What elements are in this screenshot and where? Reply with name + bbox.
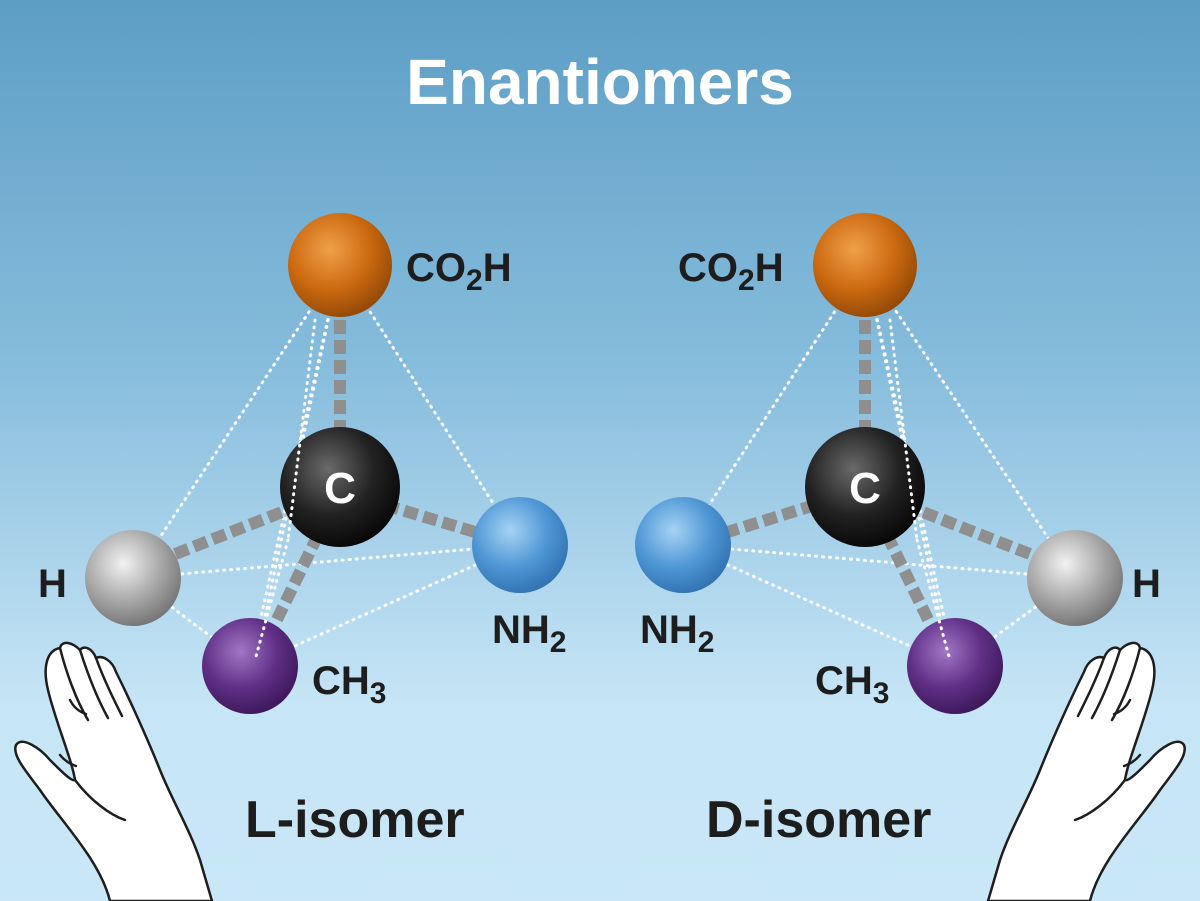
- d-hydrogen-label: H: [1132, 562, 1161, 606]
- d-methyl-label: CH3: [815, 659, 889, 710]
- right-hand-illustration: [986, 641, 1186, 901]
- d-carboxyl-label: CO2H: [678, 246, 784, 297]
- d-isomer-label: D-isomer: [706, 791, 931, 849]
- l-amine-label: NH2: [492, 608, 566, 659]
- d-carbon-atom: [805, 427, 925, 547]
- l-isomer-label: L-isomer: [245, 791, 465, 849]
- l-isomer-molecule: C CO2H H NH2 CH3 L-isomer: [38, 213, 568, 849]
- d-front-edges: [888, 318, 952, 662]
- d-amine-atom: [635, 497, 731, 593]
- d-bond-hydrogen: [902, 499, 1043, 564]
- l-bond-hydrogen: [162, 499, 303, 564]
- d-carbon-label: C: [849, 464, 881, 513]
- d-carboxyl-atom: [813, 213, 917, 317]
- d-bond-amine: [716, 499, 817, 541]
- l-bond-amine: [383, 499, 487, 541]
- l-carboxyl-atom: [288, 213, 392, 317]
- d-hydrogen-atom: [1027, 530, 1123, 626]
- d-isomer-molecule: C CO2H H NH2 CH3 D-isomer: [635, 213, 1161, 849]
- d-methyl-atom: [907, 618, 1003, 714]
- l-carbon-label: C: [324, 464, 356, 513]
- d-amine-label: NH2: [640, 608, 714, 659]
- l-hydrogen-atom: [85, 530, 181, 626]
- l-amine-atom: [472, 497, 568, 593]
- page-title: Enantiomers: [406, 46, 794, 118]
- l-hydrogen-label: H: [38, 562, 67, 606]
- l-carboxyl-label: CO2H: [406, 246, 512, 297]
- l-methyl-atom: [202, 618, 298, 714]
- left-hand-illustration: [14, 641, 214, 901]
- l-carbon-atom: [280, 427, 400, 547]
- l-front-edges: [253, 318, 317, 662]
- l-methyl-label: CH3: [312, 659, 386, 710]
